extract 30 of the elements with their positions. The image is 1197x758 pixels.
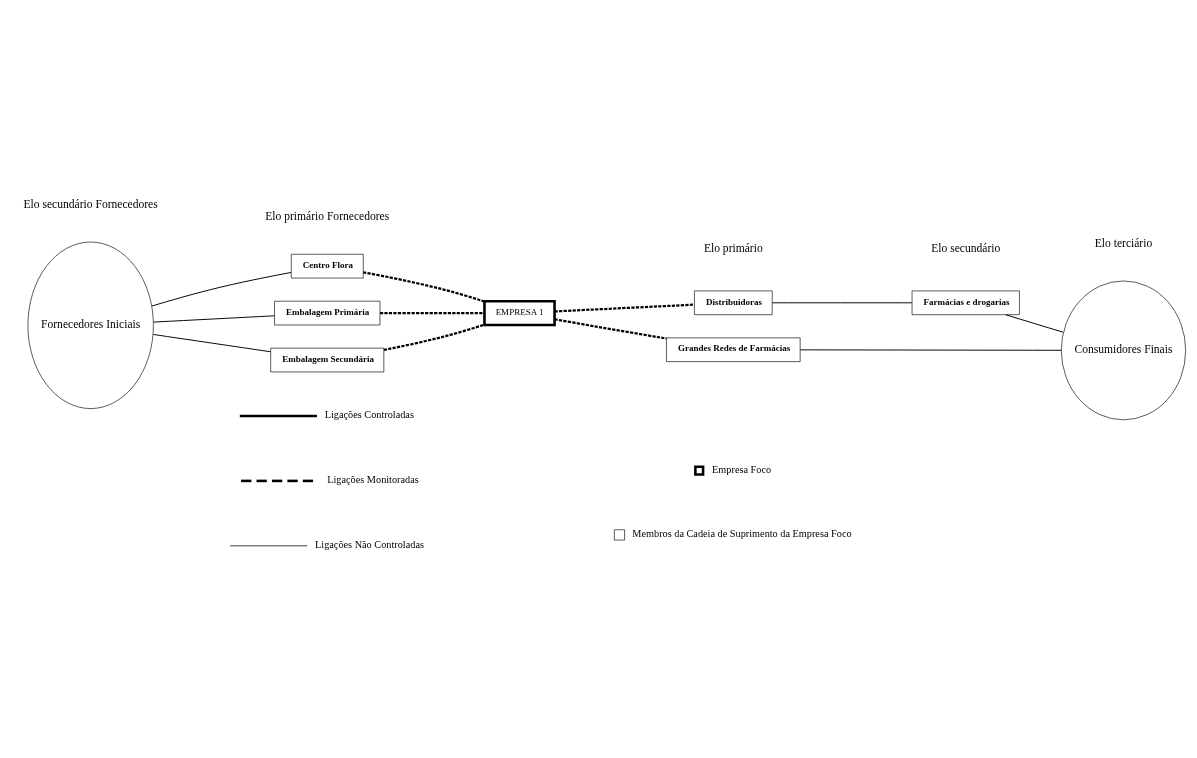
legend-label: Empresa Foco — [712, 464, 772, 476]
connector — [151, 272, 292, 307]
label: Elo terciário — [1094, 237, 1153, 251]
legend-label: Ligações Monitoradas — [327, 474, 419, 486]
node-box: Farmácias e drogarias — [911, 290, 1020, 315]
legend-label: Ligações Não Controladas — [315, 539, 424, 551]
connector — [152, 334, 272, 353]
node-box: Centro Flora — [290, 253, 364, 279]
connector — [1005, 314, 1064, 333]
node-ellipse: Fornecedores Iniciais — [27, 241, 154, 409]
label: Elo secundário Fornecedores — [23, 197, 158, 211]
label: Elo secundário — [931, 242, 1001, 256]
node-box: EMPRESA 1 — [483, 299, 556, 327]
connector — [771, 302, 913, 304]
connector — [380, 311, 485, 315]
legend-label: Membros da Cadeia de Suprimento da Empresa Foco — [632, 528, 852, 540]
connector — [383, 323, 485, 352]
label: Elo primário — [703, 242, 763, 256]
legend-label: Ligações Controladas — [324, 409, 414, 421]
connector — [363, 271, 485, 303]
connector — [153, 315, 275, 323]
node-box: Distribuidoras — [694, 290, 773, 315]
node-box: Embalagem Primária — [274, 300, 381, 326]
node-box: Grandes Redes de Farmácias — [666, 337, 801, 362]
connector — [799, 349, 1062, 351]
connector — [554, 303, 695, 313]
node-box: Embalagem Secundária — [270, 347, 385, 373]
node-ellipse: Consumidores Finais — [1061, 280, 1186, 421]
label: Elo primário Fornecedores — [265, 210, 390, 224]
connector — [554, 318, 667, 340]
